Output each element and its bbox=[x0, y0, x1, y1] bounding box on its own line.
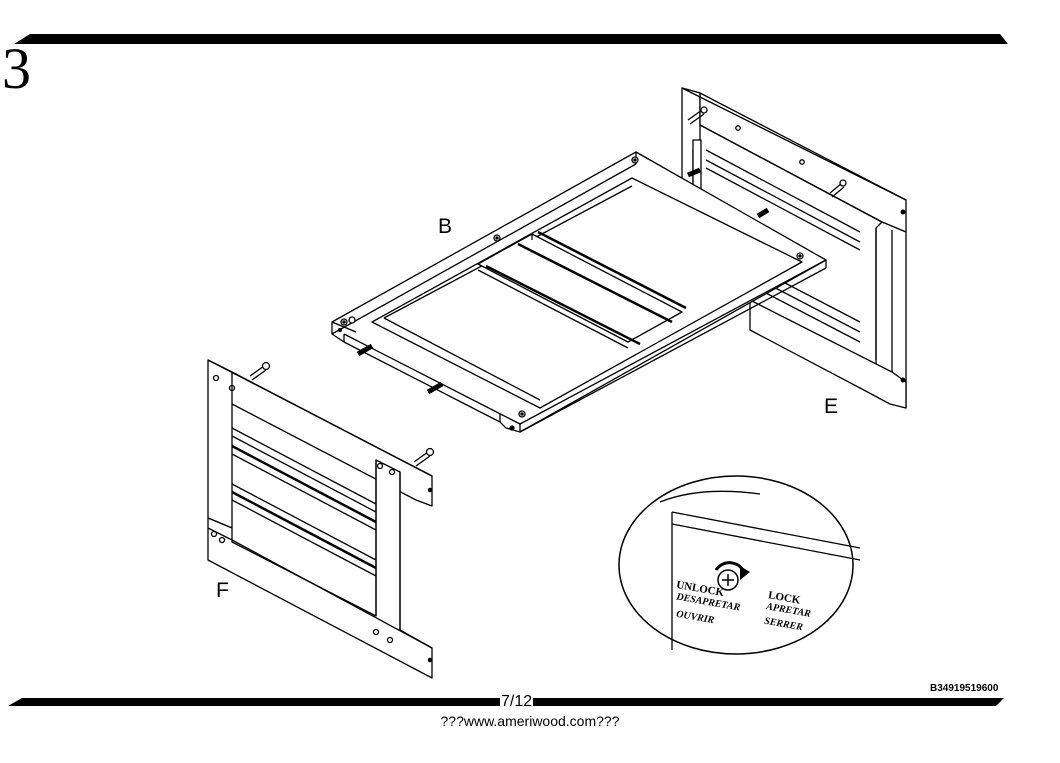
part-label-f: F bbox=[216, 579, 229, 602]
part-label-e: E bbox=[824, 395, 839, 418]
page-number: 7/12 bbox=[500, 693, 534, 710]
side-panel-e bbox=[681, 87, 907, 409]
step-number: 3 bbox=[2, 36, 31, 101]
document-code: B34919519600 bbox=[930, 683, 999, 694]
top-rule bbox=[14, 34, 1008, 44]
website: ???www.ameriwood.com??? bbox=[440, 713, 620, 729]
frame-b bbox=[331, 151, 827, 433]
part-label-b: B bbox=[438, 215, 453, 238]
side-panel-f bbox=[207, 359, 435, 679]
lock-detail-bubble bbox=[618, 475, 861, 655]
